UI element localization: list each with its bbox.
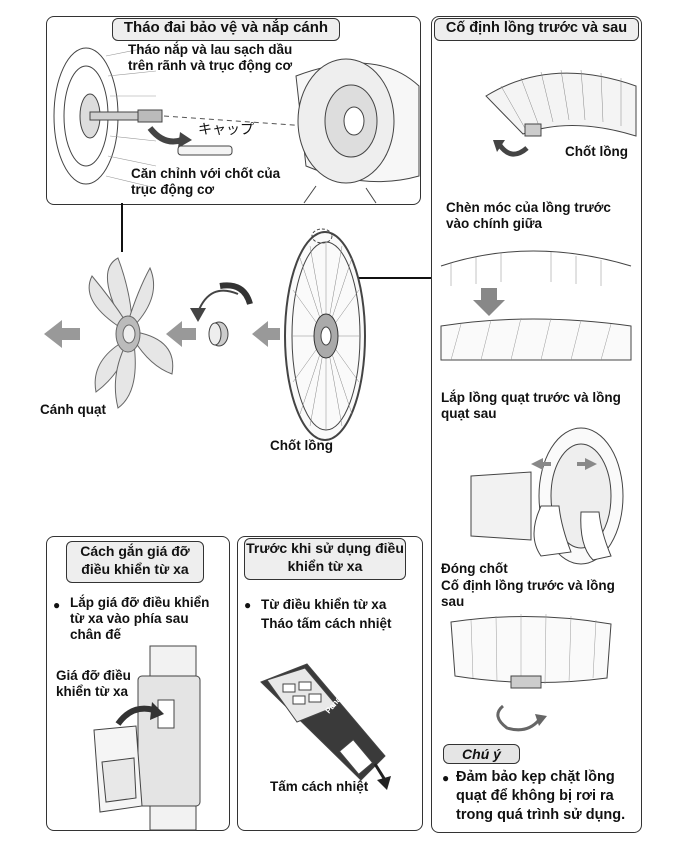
top-panel-title: Tháo đai bảo vệ và nắp cánh [112, 18, 340, 41]
left-arrows [44, 320, 280, 348]
step2-text: Căn chỉnh với chốt của trục động cơ [131, 166, 281, 197]
holder-instruction: Lắp giá đỡ điều khiển từ xa vào phía sau… [70, 595, 210, 642]
sheet-label: Tấm cách nhiệt [270, 779, 369, 794]
attach-text: Lắp lồng quạt trước và lồng quạt sau [441, 390, 621, 421]
fix-text: Cố định lồng trước và lồng sau [441, 578, 615, 609]
remote-bullet: ● [244, 598, 252, 612]
remote-panel-title: Trước khi sử dụng điều khiển từ xa [244, 538, 406, 580]
right-panel [431, 16, 642, 833]
remote-instruction: Từ điều khiển từ xa Tháo tấm cách nhiệt [261, 597, 392, 631]
note-title: Chú ý [443, 744, 520, 764]
holder-bullet: ● [53, 598, 61, 612]
step1-text: Tháo nắp và lau sạch dầu trên rãnh và tr… [128, 42, 293, 73]
cage-lock-illustration [440, 69, 637, 732]
holder-label: Giá đỡ điều khiển từ xa [56, 668, 131, 699]
blade-label: Cánh quạt [40, 402, 106, 417]
hook-text: Chèn móc của lồng trước vào chính giữa [446, 200, 611, 231]
holder-panel-title: Cách gắn giá đỡ điều khiển từ xa [66, 541, 204, 583]
lock-pin-label-middle: Chốt lồng [270, 438, 333, 453]
right-panel-title: Cố định lồng trước và sau [434, 18, 639, 41]
lock-label-right: Chốt lồng [565, 144, 628, 159]
note-text: Đảm bảo kẹp chặt lồng quạt để không bị r… [456, 769, 626, 823]
cap-label: キャップ [198, 121, 254, 137]
remote-illustration: Panasonic [260, 663, 391, 790]
note-bullet: ● [442, 771, 450, 785]
holder-illustration [93, 645, 201, 831]
motor-shaft-illustration [53, 45, 420, 204]
close-label: Đóng chốt [441, 561, 508, 576]
